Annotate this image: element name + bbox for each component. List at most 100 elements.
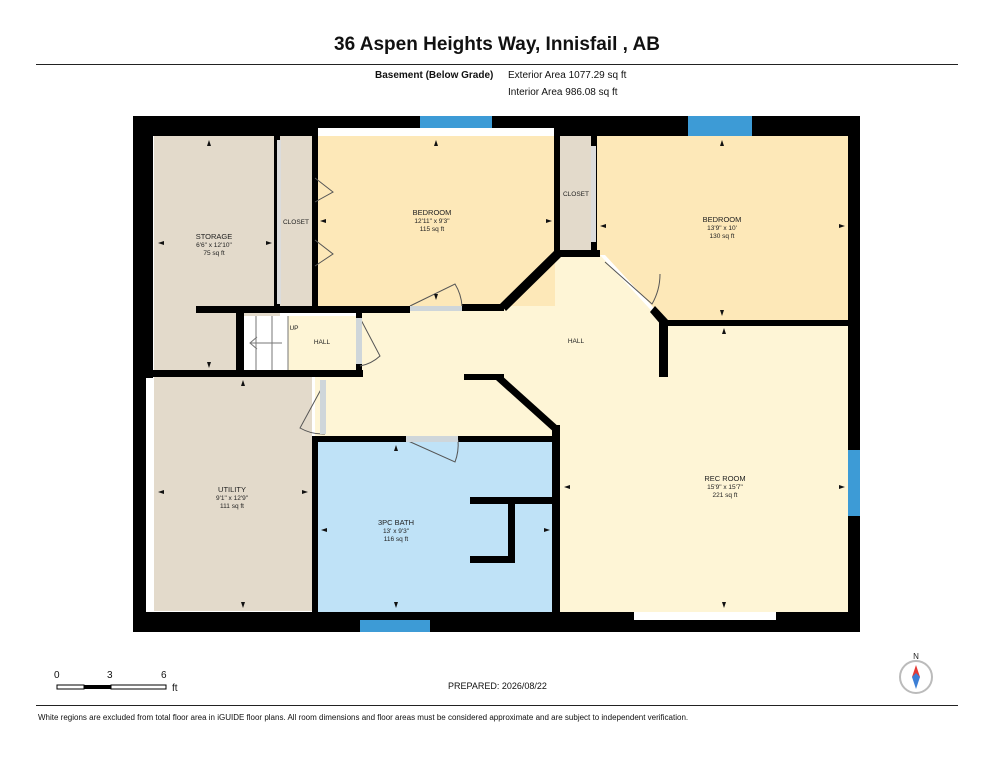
wall [555,250,600,257]
dimension-arrow [722,328,726,334]
hall-small-fill [288,316,358,370]
utility-area: 111 sq ft [220,503,244,510]
storage-name: STORAGE [196,232,233,241]
dimension-arrow [158,490,164,494]
wall [659,320,848,326]
dimension-arrow [544,528,550,532]
wall [312,436,406,442]
bath-area: 116 sq ft [384,536,409,543]
dimension-arrow [546,219,552,223]
rec-room-fill [560,322,848,612]
wall [312,128,318,310]
door-leaf [406,436,458,442]
scale-bar [56,684,167,690]
rec-room-dims: 15'9" x 15'7" [707,484,743,491]
bedroom-right-area: 130 sq ft [710,233,735,240]
stair-arrow-head [249,336,258,350]
dimension-arrow [839,485,845,489]
header-divider [36,64,958,65]
dimension-arrow [600,224,606,228]
closet-left-name: CLOSET [283,219,309,226]
wall [196,306,410,313]
wall [458,436,560,442]
closet-left-fill [280,136,315,306]
dimension-arrow [839,224,845,228]
prepared-date: PREPARED: 2026/08/22 [448,681,547,691]
page-title: 36 Aspen Heights Way, Innisfail , AB [334,34,660,55]
utility-fill [154,375,312,611]
dimension-arrow [302,490,308,494]
dimension-arrow [720,140,724,146]
wall [496,374,560,434]
storage-dims: 6'6" x 12'10" [196,242,232,249]
dimension-arrow [434,140,438,146]
scale-label-3: 3 [107,670,113,681]
wall [508,497,515,563]
dimension-arrow [720,310,724,316]
dimension-arrow [394,602,398,608]
door-leaf [356,318,362,364]
door-swing [314,177,334,203]
window [848,450,860,516]
interior-area: Interior Area 986.08 sq ft [508,87,618,98]
rec-room-area: 221 sq ft [713,492,738,499]
dimension-arrow [266,241,272,245]
window [688,116,752,136]
window [420,116,492,128]
door-swing [405,439,459,463]
excluded-strip [146,378,154,612]
door-swing [604,261,661,305]
bedroom-left-name: BEDROOM [413,208,452,217]
dimension-arrow [241,602,245,608]
window [360,620,430,632]
dimension-arrow [722,602,726,608]
wall [848,116,860,632]
closet-right-fill [558,136,594,250]
dimension-arrow [241,380,245,386]
bedroom-left-dims: 12'11" x 9'3" [414,218,450,225]
stair-up-label: UP [289,325,298,332]
hall-small-name: HALL [314,339,331,346]
utility-name: UTILITY [218,485,246,494]
footer-divider [36,705,958,706]
closet-right-name: CLOSET [563,191,589,198]
wall [312,436,318,616]
dimension-arrow [207,362,211,368]
scale-label-0: 0 [54,670,60,681]
bedroom-right-fill [597,136,848,320]
door-leaf [320,380,326,434]
bedroom-left-fill [315,136,555,306]
dimension-arrow [158,241,164,245]
door-leaf [277,140,281,304]
scale-label-6: 6 [161,670,167,681]
excluded-strip [634,612,776,620]
door-swing [409,283,463,307]
excluded-strip [318,128,554,136]
bath-dims: 13' x 9'3" [383,528,410,535]
wall [659,320,668,377]
wall [552,425,560,615]
door-leaf [410,306,462,311]
dimension-arrow [394,445,398,451]
wall [462,304,504,311]
bath-fill [318,440,555,612]
storage-area: 75 sq ft [203,250,225,257]
wall [356,360,362,377]
scale-unit: ft [172,683,178,694]
dimension-arrow [320,219,326,223]
dimension-arrow [321,528,327,532]
rec-room-name: REC ROOM [704,474,745,483]
floor-label: Basement (Below Grade) [375,70,494,81]
door-swing [314,239,334,267]
bedroom-right-name: BEDROOM [703,215,742,224]
wall [236,313,244,375]
wall [464,374,504,380]
wall [470,556,515,563]
door-swing [359,317,381,367]
utility-dims: 9'1" x 12'9" [216,495,249,502]
compass-label: N [913,652,919,661]
wall [500,250,562,311]
dimension-arrow [434,294,438,300]
bedroom-right-dims: 13'9" x 10' [707,225,737,232]
